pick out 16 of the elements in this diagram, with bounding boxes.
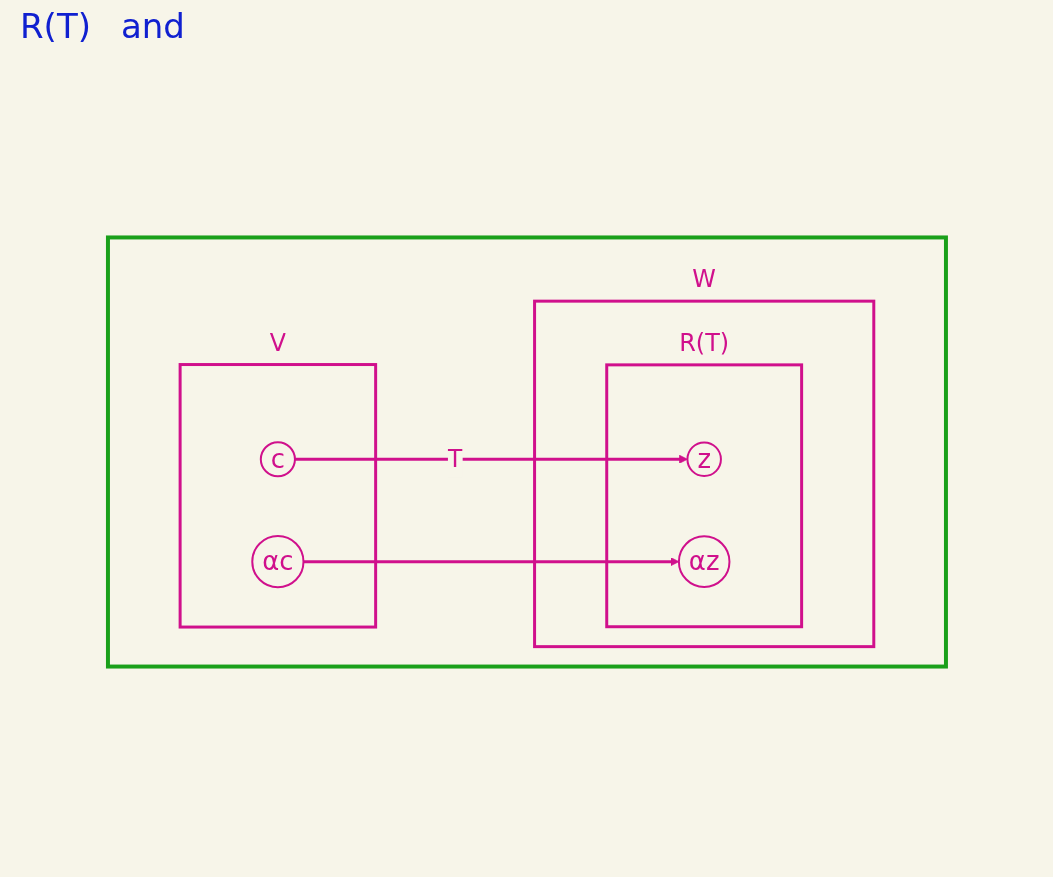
node-label: R(T) [678,329,729,357]
note-text: R(T) [20,6,91,46]
node-label: V [269,328,286,357]
cluster [604,363,803,629]
node-circle: c [259,441,296,478]
cluster [105,235,948,669]
note-text: and [120,6,185,46]
arrow [303,557,679,566]
node-circle: αc [250,535,305,589]
cluster [532,299,875,649]
node-label: W [691,265,716,294]
node-circle: z [686,441,722,477]
cluster [178,363,377,629]
edge-label: T [447,445,462,474]
arrow [294,454,688,464]
node-circle: αz [677,535,730,588]
